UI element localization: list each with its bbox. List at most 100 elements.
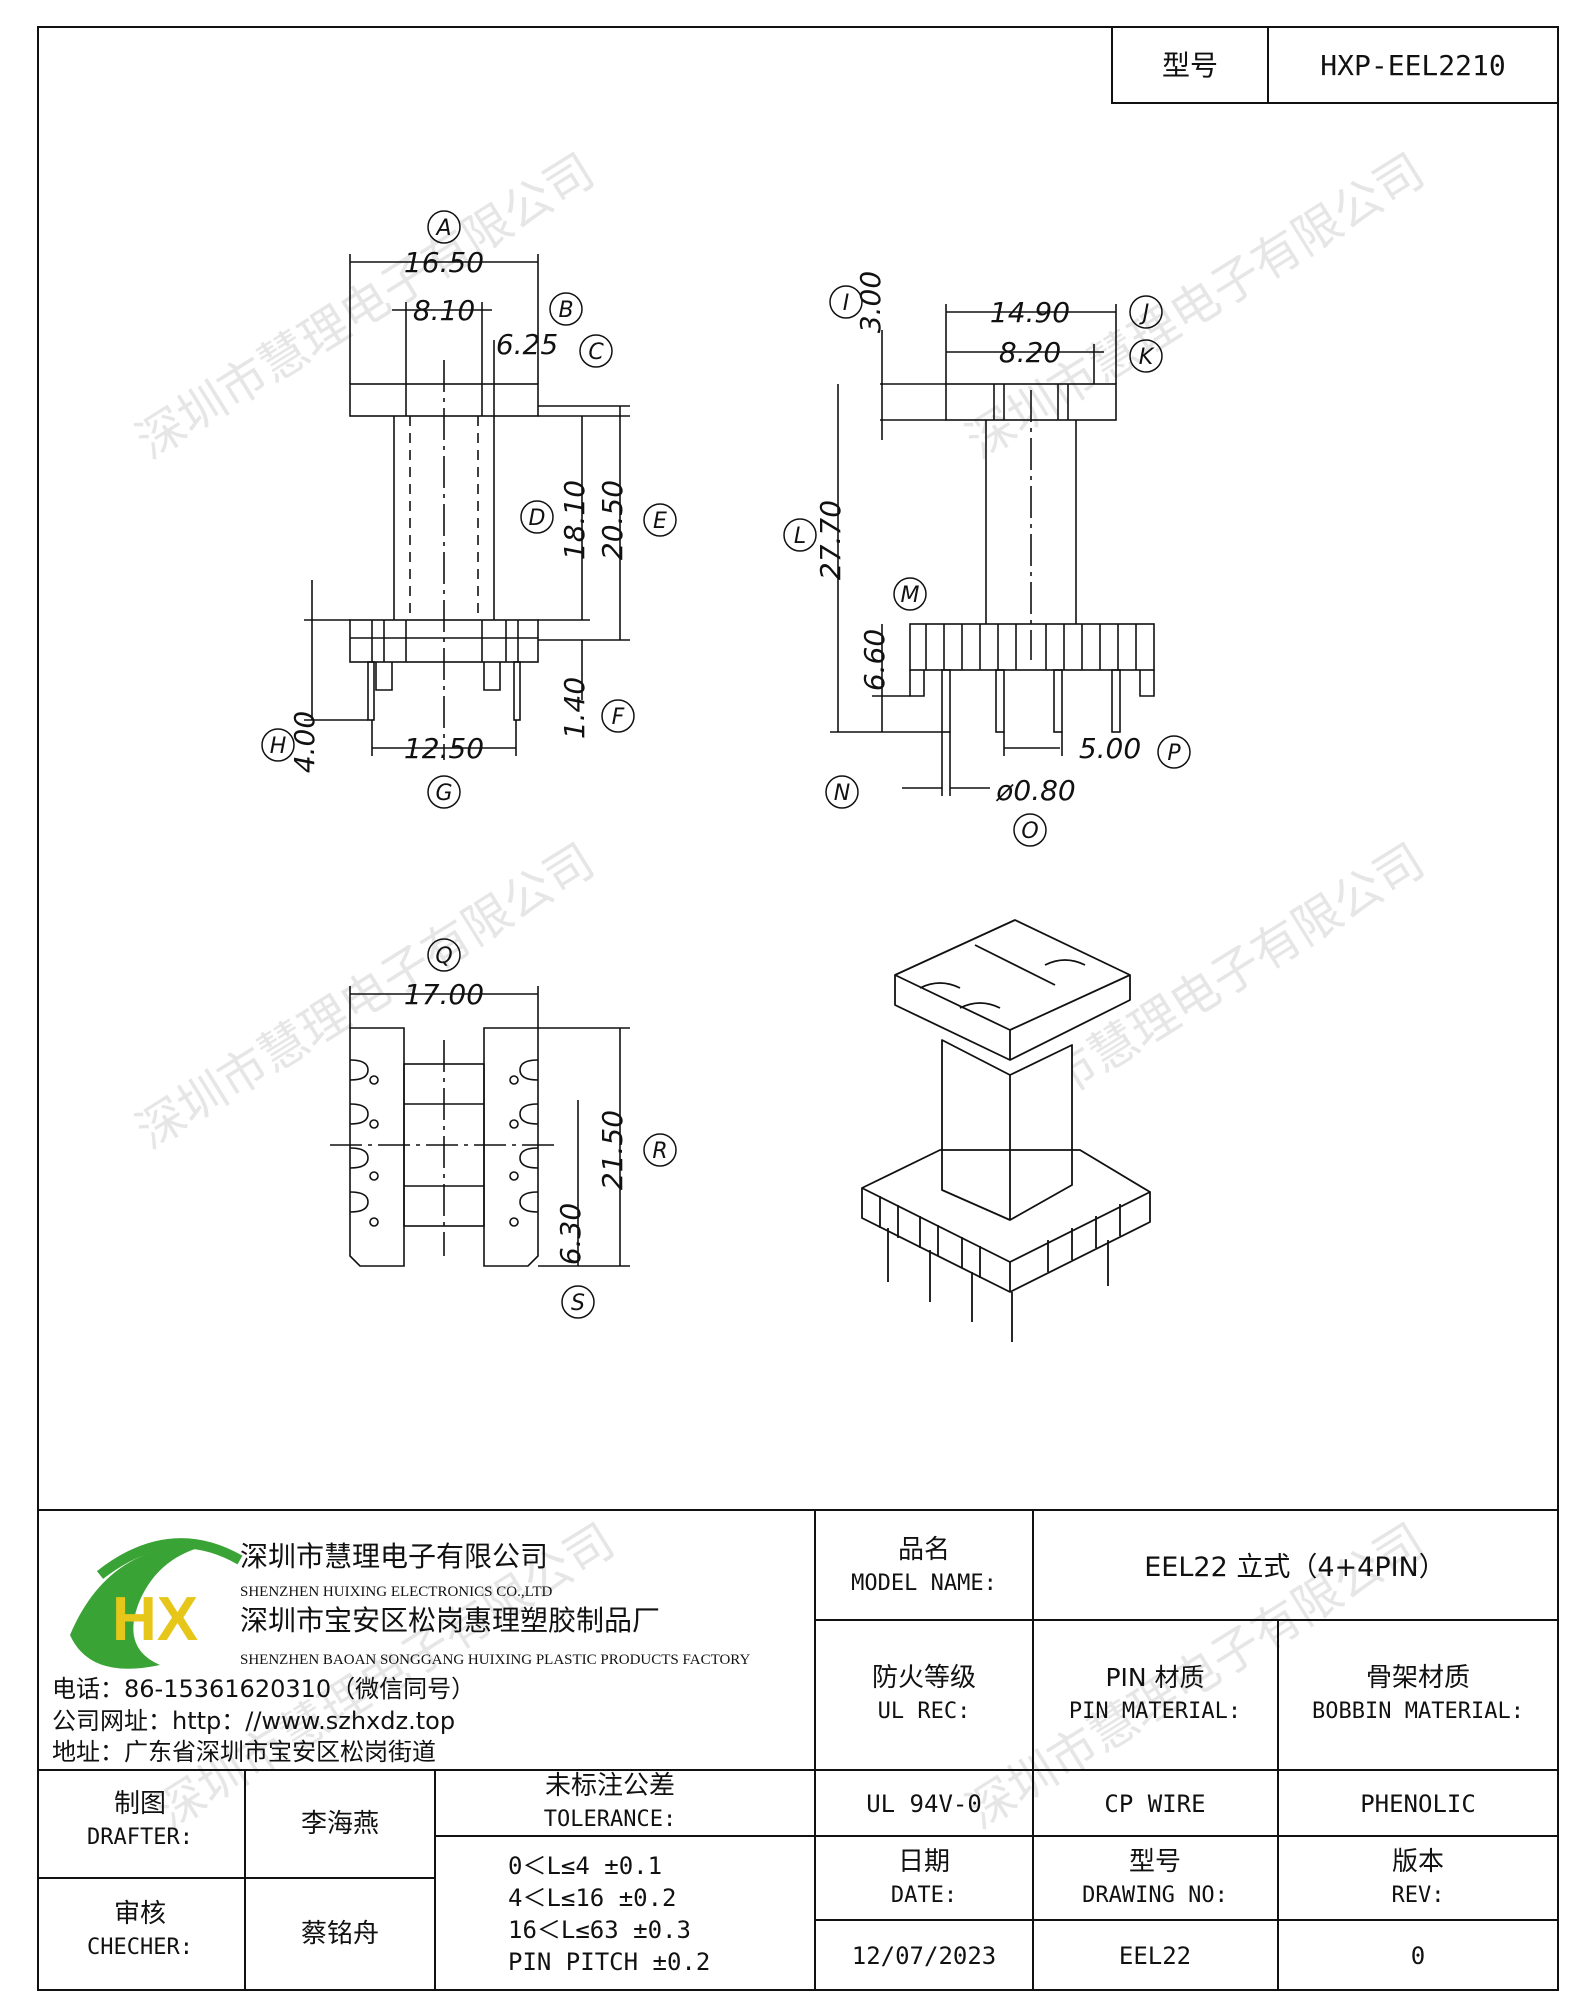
watermark-1: 深圳市慧理电子有限公司	[127, 143, 604, 470]
dim-S-value: 6.30	[554, 1203, 587, 1265]
dim-H-value: 4.00	[288, 711, 321, 773]
dim-Q-value: 17.00	[404, 978, 484, 1011]
title-block-text: 品名 MODEL NAME: EEL22 立式（4+4PIN） 防火等级 UL …	[87, 1535, 1524, 1976]
fire-rating-label-cn: 防火等级	[872, 1663, 976, 1693]
front-view	[304, 254, 630, 760]
drawing-no-label-cn: 型号	[1129, 1847, 1181, 1877]
bottom-view-labels: 17.00 21.50 6.30	[404, 978, 629, 1265]
company-phone: 电话：86-15361620310（微信同号）	[52, 1675, 475, 1703]
dim-M-value: 6.60	[858, 629, 891, 691]
company-logo: HX	[70, 1538, 243, 1669]
svg-text:C: C	[588, 340, 604, 365]
dim-D-value: 18.10	[558, 480, 591, 560]
svg-text:J: J	[1139, 301, 1150, 326]
watermark-3: 深圳市慧理电子有限公司	[127, 833, 604, 1160]
dim-L-value: 27.70	[814, 500, 847, 580]
drafter-label-cn: 制图	[114, 1789, 166, 1819]
dim-G-value: 12.50	[404, 732, 484, 765]
logo-swoosh-icon	[70, 1544, 210, 1669]
checker-label-cn: 审核	[114, 1899, 166, 1929]
company-website: 公司网址：http：//www.szhxdz.top	[52, 1707, 455, 1735]
svg-text:K: K	[1139, 345, 1155, 370]
company-info: 深圳市慧理电子有限公司 SHENZHEN HUIXING ELECTRONICS…	[52, 1540, 750, 1766]
svg-text:F: F	[612, 705, 625, 730]
svg-text:A: A	[434, 216, 451, 241]
dim-K-value: 8.20	[999, 336, 1061, 369]
drafter-label-en: DRAFTER:	[87, 1825, 193, 1850]
fire-rating-value: UL 94V-0	[866, 1790, 982, 1818]
side-view-labels: 3.00 14.90 8.20 27.70 6.60 ø0.80 5.00	[814, 271, 1141, 807]
dim-B-value: 8.10	[413, 294, 475, 327]
tolerance-label-en: TOLERANCE:	[544, 1807, 676, 1832]
sheet-border	[37, 26, 1559, 1991]
dim-I-value: 3.00	[854, 271, 887, 333]
side-view-markers: I J K L M N O P	[783, 285, 1191, 847]
svg-text:M: M	[901, 583, 920, 608]
model-name-label-en: MODEL NAME:	[851, 1571, 997, 1596]
svg-text:E: E	[653, 509, 667, 534]
svg-text:L: L	[794, 524, 806, 549]
logo-text: HX	[112, 1585, 198, 1654]
title-block-grid	[38, 1509, 1558, 1990]
svg-text:I: I	[843, 291, 850, 316]
svg-text:S: S	[571, 1291, 585, 1316]
svg-text:O: O	[1021, 819, 1038, 844]
factory-name-en: SHENZHEN BAOAN SONGGANG HUIXING PLASTIC …	[240, 1652, 750, 1668]
front-view-markers: A B C D E F G H	[261, 210, 677, 809]
bobbin-material-label-en: BOBBIN MATERIAL:	[1312, 1699, 1524, 1724]
bobbin-material-value: PHENOLIC	[1360, 1790, 1476, 1818]
model-name-label-cn: 品名	[898, 1535, 950, 1565]
dim-C-value: 6.25	[496, 328, 558, 361]
factory-name-cn: 深圳市宝安区松岗惠理塑胶制品厂	[240, 1604, 660, 1637]
date-label-en: DATE:	[891, 1883, 957, 1908]
tolerance-line-4: PIN PITCH ±0.2	[508, 1948, 710, 1976]
date-value: 12/07/2023	[852, 1942, 997, 1970]
pin-material-label-cn: PIN 材质	[1105, 1663, 1204, 1692]
dim-E-value: 20.50	[596, 480, 629, 560]
dim-O-value: ø0.80	[995, 774, 1075, 807]
bobbin-material-label-cn: 骨架材质	[1366, 1663, 1470, 1693]
tolerance-line-3: 16＜L≤63 ±0.3	[508, 1916, 691, 1944]
side-view	[830, 304, 1155, 796]
pin-material-value: CP WIRE	[1104, 1790, 1205, 1818]
date-label-cn: 日期	[898, 1847, 950, 1877]
isometric-bobbin	[861, 919, 1151, 1342]
bottom-view	[330, 986, 630, 1267]
svg-text:Q: Q	[435, 944, 452, 969]
dim-P-value: 5.00	[1079, 732, 1141, 765]
revision-label-cn: 版本	[1392, 1847, 1444, 1877]
drawing-no-label-en: DRAWING NO:	[1082, 1883, 1228, 1908]
bottom-view-markers: Q R S	[427, 938, 677, 1319]
revision-label-en: REV:	[1392, 1883, 1445, 1908]
svg-text:D: D	[529, 506, 546, 531]
tolerance-line-2: 4＜L≤16 ±0.2	[508, 1884, 677, 1912]
svg-text:R: R	[652, 1139, 667, 1164]
model-name-value: EEL22 立式（4+4PIN）	[1144, 1552, 1446, 1583]
header-model-label: 型号	[1162, 49, 1218, 82]
drawing-no-value: EEL22	[1119, 1942, 1191, 1970]
svg-text:B: B	[558, 298, 573, 323]
revision-value: 0	[1411, 1942, 1425, 1970]
tolerance-label-cn: 未标注公差	[545, 1771, 675, 1801]
dim-R-value: 21.50	[596, 1110, 629, 1190]
pin-material-label-en: PIN MATERIAL:	[1069, 1699, 1241, 1724]
header-model-box: 型号 HXP-EEL2210	[1111, 26, 1559, 104]
dim-F-value: 1.40	[558, 677, 591, 739]
logo-arc-icon	[96, 1538, 243, 1579]
checker-label-en: CHECHER:	[87, 1935, 193, 1960]
company-name-en: SHENZHEN HUIXING ELECTRONICS CO.,LTD	[240, 1584, 553, 1600]
company-address: 地址：广东省深圳市宝安区松岗街道	[52, 1738, 436, 1766]
tolerance-line-1: 0＜L≤4 ±0.1	[508, 1852, 662, 1880]
svg-text:G: G	[435, 781, 452, 806]
drafter-value: 李海燕	[301, 1809, 379, 1839]
checker-value: 蔡铭舟	[301, 1919, 379, 1949]
dim-A-value: 16.50	[404, 246, 484, 279]
svg-text:P: P	[1167, 741, 1181, 766]
company-name-cn: 深圳市慧理电子有限公司	[240, 1540, 548, 1573]
header-model-value: HXP-EEL2210	[1320, 49, 1505, 82]
fire-rating-label-en: UL REC:	[878, 1699, 971, 1724]
svg-text:H: H	[270, 734, 287, 759]
dim-J-value: 14.90	[990, 296, 1070, 329]
svg-text:N: N	[834, 781, 850, 806]
